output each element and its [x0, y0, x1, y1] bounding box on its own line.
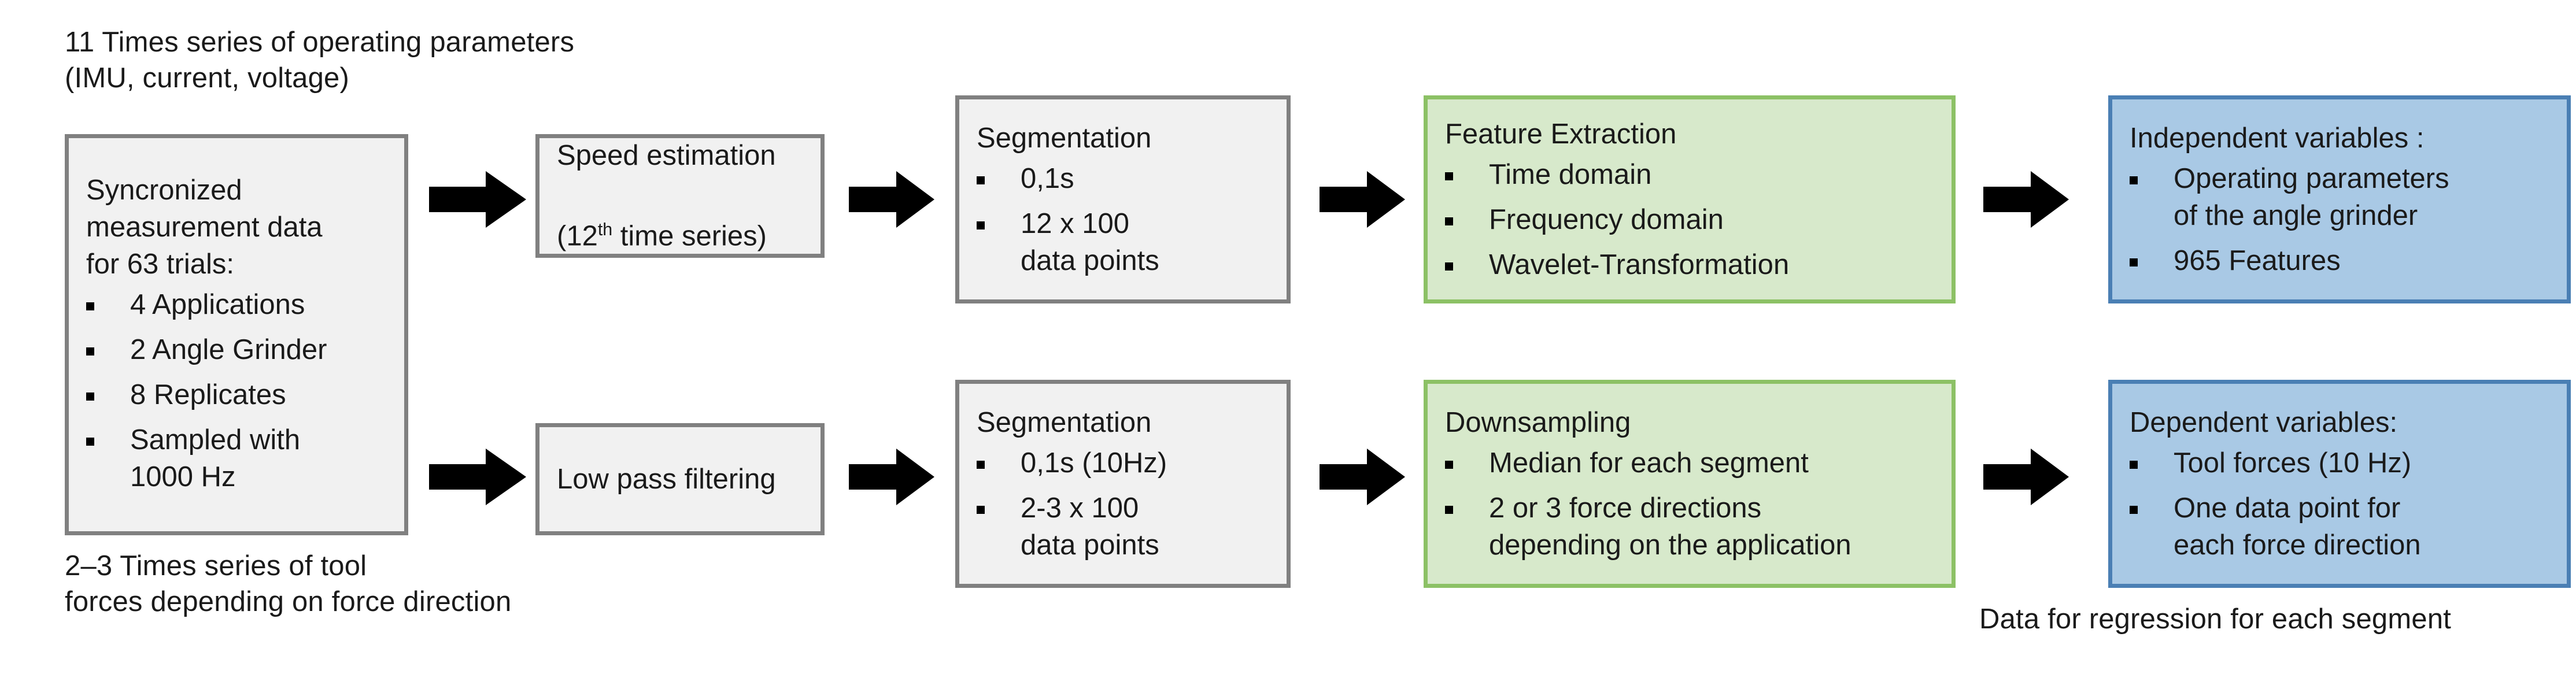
box-independent-variables[interactable]: Independent variables : Operating parame… — [2108, 95, 2571, 303]
box-independent-variables-list: Operating parameters of the angle grinde… — [2112, 157, 2567, 279]
box-segmentation-bottom[interactable]: Segmentation 0,1s (10Hz) 2-3 x 100 data … — [955, 380, 1291, 588]
box-speed-estimation-line1: Speed estimation — [557, 140, 776, 172]
box-segmentation-top-list: 0,1s 12 x 100 data points — [959, 157, 1287, 279]
list-item: 2 Angle Grinder — [69, 331, 404, 368]
list-item: 2 or 3 force directions depending on the… — [1428, 490, 1952, 564]
list-item: Operating parameters of the angle grinde… — [2112, 160, 2567, 234]
speed-line2-post: time series) — [612, 220, 767, 252]
arrow-source-to-lowpass-icon — [429, 445, 527, 509]
box-low-pass-filtering[interactable]: Low pass filtering — [535, 423, 825, 535]
list-item: 0,1s — [959, 160, 1287, 197]
box-speed-estimation-line2: (12th time series) — [539, 174, 821, 254]
arrow-downsampling-to-dependent-icon — [1983, 445, 2070, 509]
list-item: Tool forces (10 Hz) — [2112, 445, 2567, 482]
list-item: Median for each segment — [1428, 445, 1952, 482]
box-speed-estimation[interactable]: Speed estimation (12th time series) — [535, 134, 825, 258]
box-dependent-variables[interactable]: Dependent variables: Tool forces (10 Hz)… — [2108, 380, 2571, 588]
box-source-data-list: 4 Applications 2 Angle Grinder 8 Replica… — [69, 283, 404, 495]
box-segmentation-bottom-list: 0,1s (10Hz) 2-3 x 100 data points — [959, 441, 1287, 564]
box-source-data[interactable]: Syncronized measurement data for 63 tria… — [65, 134, 408, 535]
box-segmentation-bottom-title: Segmentation — [977, 407, 1152, 438]
box-feature-extraction-title: Feature Extraction — [1445, 118, 1677, 150]
box-downsampling[interactable]: Downsampling Median for each segment 2 o… — [1424, 380, 1956, 588]
box-independent-variables-title: Independent variables : — [2130, 123, 2425, 154]
list-item: One data point for each force direction — [2112, 490, 2567, 564]
box-source-data-title: Syncronized measurement data for 63 tria… — [86, 175, 323, 280]
caption-tool-forces: 2–3 Times series of tool forces dependin… — [65, 550, 512, 617]
caption-data-for-regression: Data for regression for each segment — [1979, 603, 2452, 635]
list-item: 2-3 x 100 data points — [959, 490, 1287, 564]
speed-line2-sup: th — [597, 220, 613, 240]
list-item: 12 x 100 data points — [959, 205, 1287, 279]
arrow-segmentation-to-feature-icon — [1320, 168, 1406, 231]
box-downsampling-list: Median for each segment 2 or 3 force dir… — [1428, 441, 1952, 564]
list-item: Frequency domain — [1428, 201, 1952, 238]
arrow-feature-to-independent-icon — [1983, 168, 2070, 231]
box-feature-extraction[interactable]: Feature Extraction Time domain Frequency… — [1424, 95, 1956, 303]
box-segmentation-top-title: Segmentation — [977, 123, 1152, 154]
arrow-speed-to-segmentation-icon — [849, 168, 936, 231]
list-item: Time domain — [1428, 156, 1952, 193]
list-item: 8 Replicates — [69, 376, 404, 413]
box-low-pass-filtering-title: Low pass filtering — [557, 464, 776, 495]
caption-operating-parameters: 11 Times series of operating parameters … — [65, 27, 575, 94]
list-item: Wavelet-Transformation — [1428, 246, 1952, 283]
box-downsampling-title: Downsampling — [1445, 407, 1631, 438]
box-dependent-variables-list: Tool forces (10 Hz) One data point for e… — [2112, 441, 2567, 564]
list-item: Sampled with 1000 Hz — [69, 421, 404, 495]
arrow-lowpass-to-segmentation-icon — [849, 445, 936, 509]
list-item: 0,1s (10Hz) — [959, 445, 1287, 482]
list-item: 4 Applications — [69, 286, 404, 323]
box-dependent-variables-title: Dependent variables: — [2130, 407, 2398, 438]
arrow-source-to-speed-icon — [429, 168, 527, 231]
box-feature-extraction-list: Time domain Frequency domain Wavelet-Tra… — [1428, 153, 1952, 283]
box-segmentation-top[interactable]: Segmentation 0,1s 12 x 100 data points — [955, 95, 1291, 303]
list-item: 965 Features — [2112, 242, 2567, 279]
arrow-segmentation-to-downsampling-icon — [1320, 445, 1406, 509]
speed-line2-pre: (12 — [557, 220, 598, 252]
